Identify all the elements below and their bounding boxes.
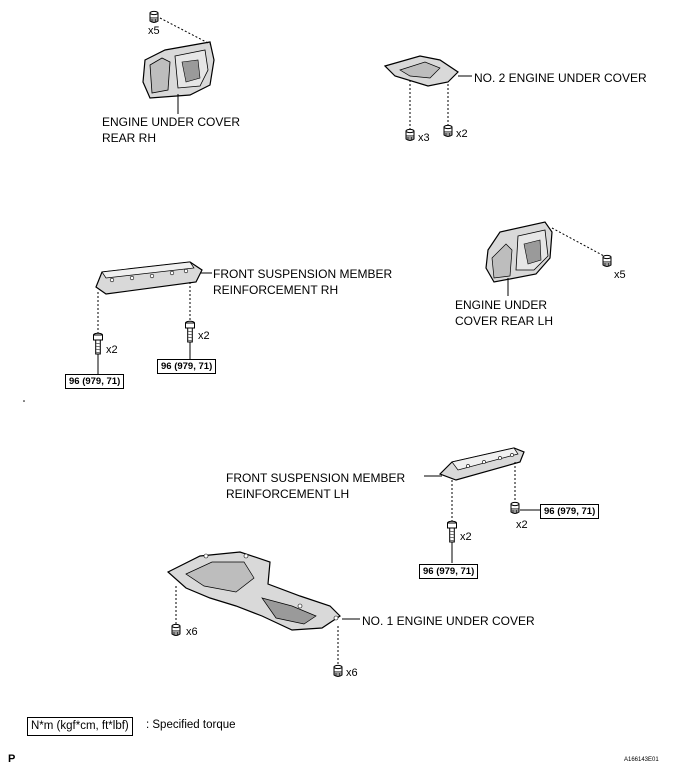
fsm-rh-right-bolt-icon: [185, 320, 195, 343]
torque-spec-fsm-rh-left: 96 (979, 71): [65, 374, 125, 389]
no1-bottom-bolt-count: x6: [346, 667, 358, 679]
torque-legend-box: N*m (kgf*cm, ft*lbf): [27, 717, 133, 736]
front-suspension-member-reinforcement-lh-part: [438, 447, 525, 481]
fsm-rh-left-bolt-count: x2: [106, 344, 118, 356]
engine-under-cover-rear-lh-label-2: COVER REAR LH: [455, 314, 554, 328]
fsm-reinforcement-lh-label: FRONT SUSPENSION MEMBER: [226, 471, 406, 485]
fsm-rh-right-bolt-count: x2: [198, 330, 210, 342]
torque-spec-fsm-lh-left: 96 (979, 71): [419, 564, 479, 579]
fsm-lh-right-bolt-icon: [510, 501, 520, 514]
fsm-lh-left-bolt-icon: [447, 520, 457, 543]
no1-engine-under-cover-part: [166, 551, 341, 631]
fsm-reinforcement-rh-label: FRONT SUSPENSION MEMBER: [213, 267, 393, 281]
engine-under-cover-rear-lh-label: ENGINE UNDER: [455, 298, 548, 312]
torque-spec-fsm-lh-right: 96 (979, 71): [540, 504, 600, 519]
fsm-reinforcement-lh-label-2: REINFORCEMENT LH: [226, 487, 350, 501]
no2-engine-under-cover-part: [383, 55, 459, 87]
rear-lh-bolt-icon: [602, 254, 612, 267]
engine-under-cover-rear-rh-part: [142, 41, 215, 99]
no2-left-bolt-count: x3: [418, 132, 430, 144]
torque-spec-fsm-rh-right: 96 (979, 71): [157, 359, 217, 374]
corner-mark: P: [8, 753, 16, 765]
no1-engine-under-cover-label: NO. 1 ENGINE UNDER COVER: [362, 614, 535, 628]
fsm-rh-left-bolt-icon: [93, 332, 103, 355]
rear-lh-bolt-count: x5: [614, 269, 626, 281]
engine-under-cover-rear-lh-part: [485, 221, 553, 283]
fsm-reinforcement-rh-label-2: REINFORCEMENT RH: [213, 283, 339, 297]
figure-id: A166143E01: [624, 757, 659, 763]
front-suspension-member-reinforcement-rh-part: [95, 261, 203, 295]
no1-bottom-bolt-icon: [333, 664, 343, 677]
no1-left-bolt-count: x6: [186, 626, 198, 638]
torque-legend-description: : Specified torque: [146, 719, 236, 731]
engine-under-cover-rear-rh-label: ENGINE UNDER COVER: [102, 115, 241, 129]
no2-right-bolt-icon: [443, 124, 453, 137]
no2-engine-under-cover-label: NO. 2 ENGINE UNDER COVER: [474, 71, 647, 85]
fsm-lh-right-bolt-count: x2: [516, 519, 528, 531]
no2-left-bolt-icon: [405, 128, 415, 141]
fsm-lh-left-bolt-count: x2: [460, 531, 472, 543]
rear-rh-bolt-icon: [149, 10, 159, 23]
rear-rh-bolt-count: x5: [148, 25, 160, 37]
engine-under-cover-rear-rh-label-2: REAR RH: [102, 131, 157, 145]
no2-right-bolt-count: x2: [456, 128, 468, 140]
no1-left-bolt-icon: [171, 623, 181, 636]
